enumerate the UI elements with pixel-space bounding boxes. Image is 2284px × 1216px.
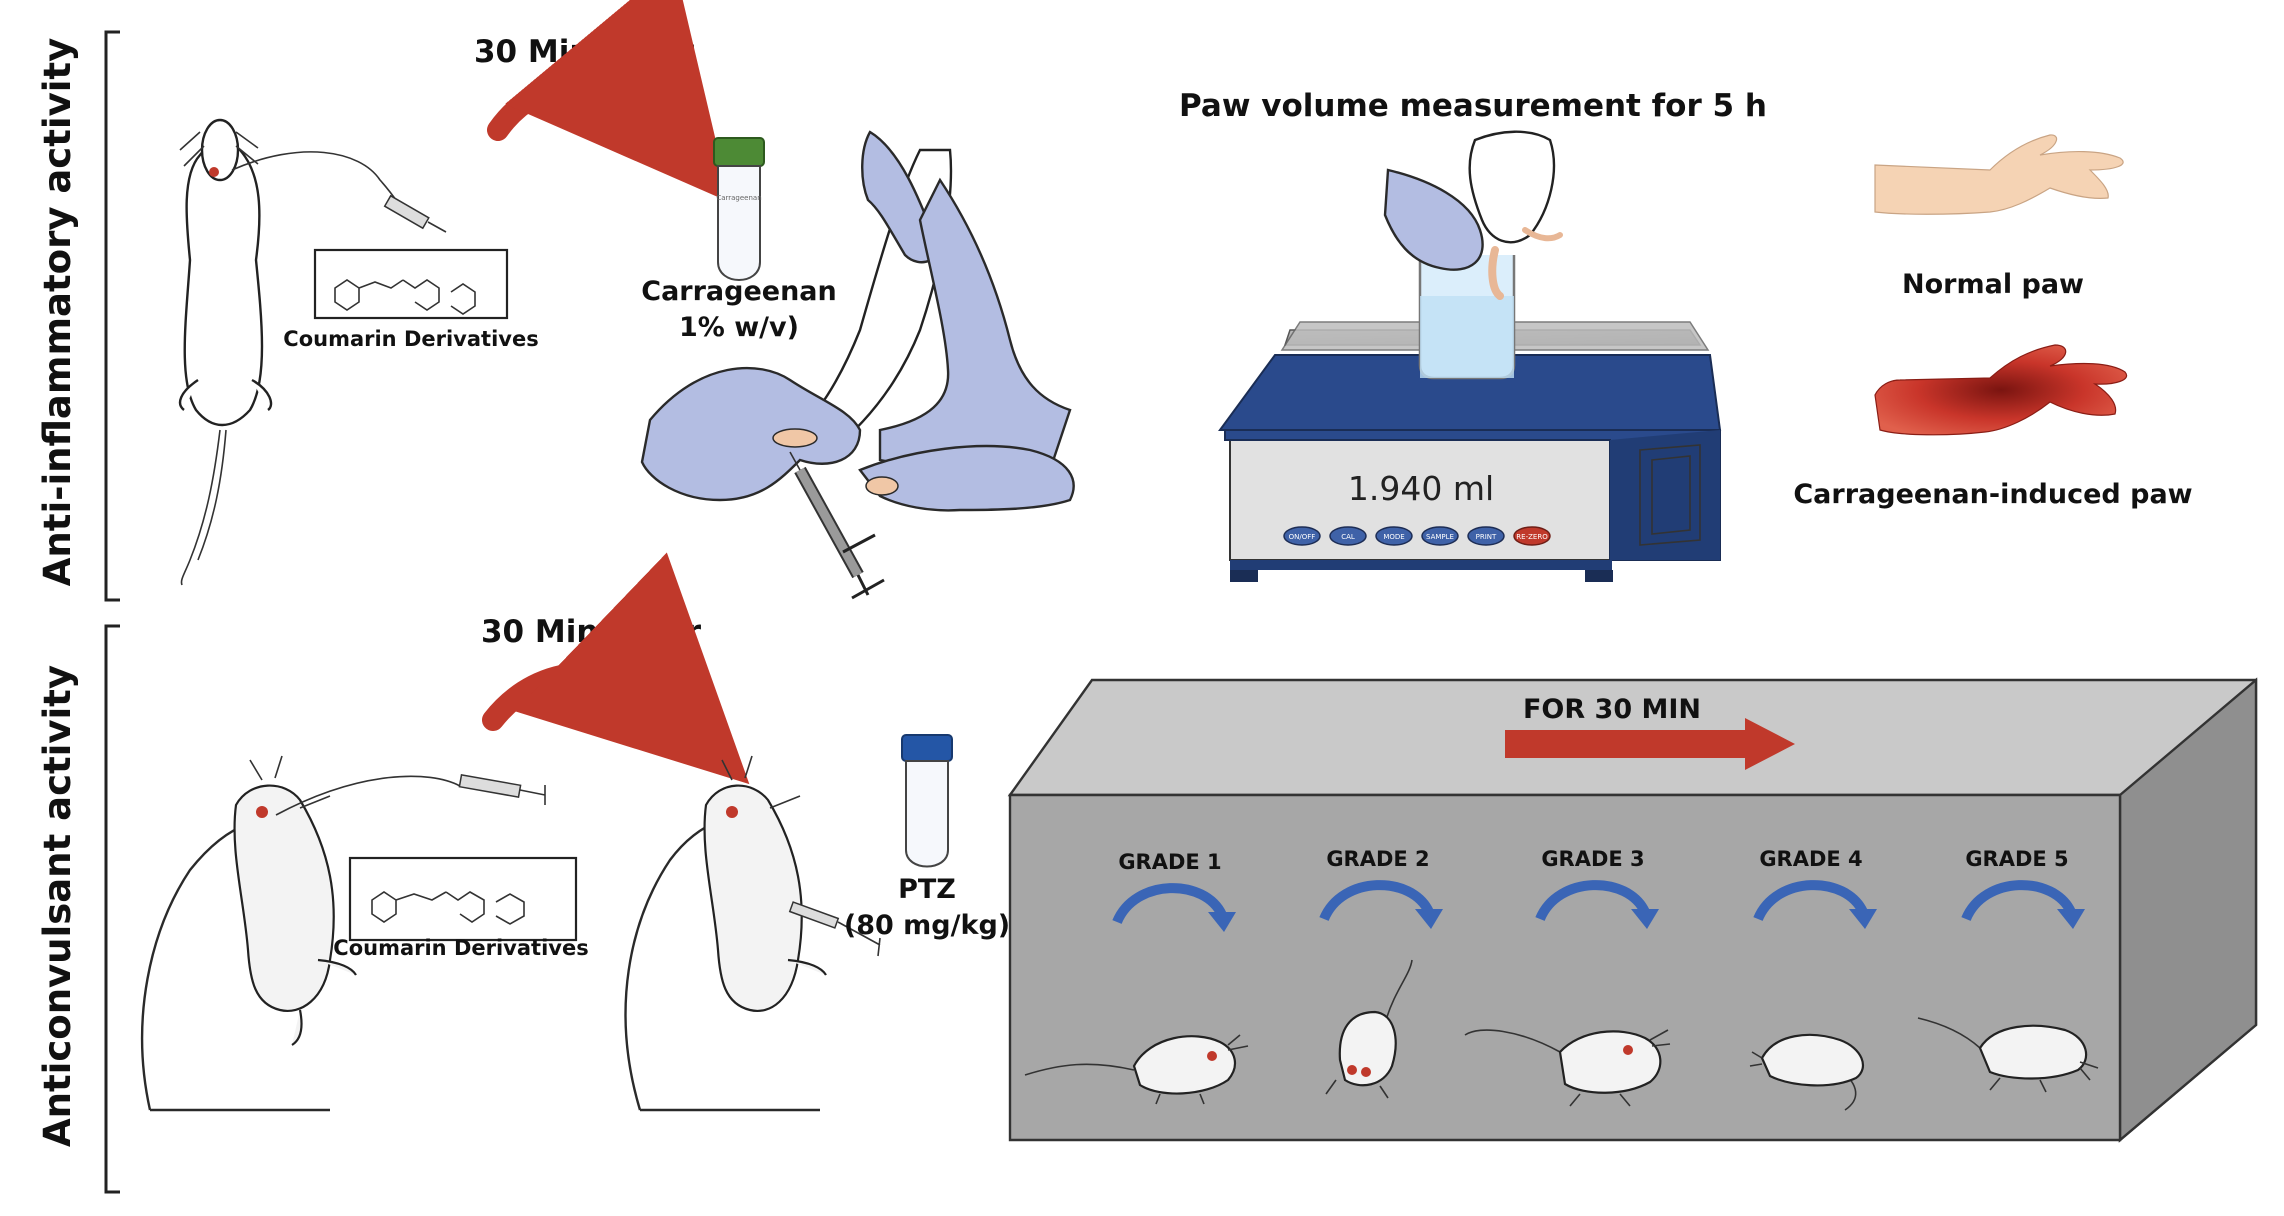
- mouse-grade-1: [1024, 1034, 1249, 1105]
- hand-holding-mouse-left: [141, 755, 357, 1112]
- balance-button-label-mode: MODE: [1383, 533, 1404, 541]
- balance-button-onoff: [1283, 526, 1321, 546]
- grade-label-1: GRADE 1: [1118, 850, 1221, 874]
- balance-button-cal: [1329, 526, 1367, 546]
- balance-button-label-rezero: RE-ZERO: [1516, 533, 1548, 541]
- grade-label-5: GRADE 5: [1965, 847, 2068, 871]
- duration-label: FOR 30 MIN: [1523, 694, 1701, 725]
- bottom-section-bracket: [104, 624, 120, 1194]
- balance-button-print: [1467, 526, 1505, 546]
- curved-arrow-top: [487, 0, 731, 203]
- normal-paw-icon: [1874, 134, 2124, 215]
- mouse-grade-4: [1749, 1033, 1864, 1111]
- normal-paw-label: Normal paw: [1902, 269, 2084, 300]
- timing-label-top: 30 Min Later: [474, 34, 695, 70]
- balance-button-label-print: PRINT: [1476, 533, 1497, 541]
- timing-label-bottom: 30 Min Later: [481, 614, 702, 650]
- grade-arrow-5: [1961, 880, 2085, 929]
- grade-label-3: GRADE 3: [1541, 847, 1644, 871]
- ptz-vial-icon: [901, 734, 953, 868]
- syringe-icon-bottom: [275, 774, 546, 816]
- gloved-hands-injection: [640, 130, 1075, 600]
- grade-arrow-3: [1535, 880, 1659, 929]
- beaker-with-rat-paw: [1383, 130, 1563, 380]
- grade-arrow-2: [1319, 880, 1443, 929]
- grade-arrow-4: [1753, 880, 1877, 929]
- balance-button-label-cal: CAL: [1341, 533, 1355, 541]
- mouse-grade-3: [1464, 1029, 1671, 1107]
- anticonvulsant-side-label: Anticonvulsant activity: [36, 665, 79, 1147]
- coumarin-label-top: Coumarin Derivatives: [283, 327, 538, 351]
- grade-label-4: GRADE 4: [1759, 847, 1862, 871]
- curved-arrow-bottom: [482, 552, 750, 785]
- balance-button-rezero: [1513, 526, 1551, 546]
- top-section-bracket: [104, 30, 120, 602]
- ptz-label-line2: (80 mg/kg): [844, 910, 1010, 941]
- ptz-label-line1: PTZ: [898, 874, 956, 905]
- balance-button-mode: [1375, 526, 1413, 546]
- syringe-icon: [231, 151, 447, 233]
- carrageenan-label-line1: Carrageenan: [641, 276, 837, 307]
- balance-reading: 1.940 ml: [1348, 469, 1494, 508]
- coumarin-structure-box-top: [313, 248, 509, 320]
- svg-text:Carrageenan: Carrageenan: [716, 194, 761, 202]
- balance-button-label-onoff: ON/OFF: [1289, 533, 1316, 541]
- grade-label-2: GRADE 2: [1326, 847, 1429, 871]
- anti-inflammatory-side-label: Anti-inflammatory activity: [36, 38, 79, 586]
- coumarin-structure-box-bottom: [348, 856, 578, 942]
- rat-illustration-top: [178, 118, 273, 586]
- carrageenan-induced-paw-label: Carrageenan-induced paw: [1793, 479, 2192, 510]
- paw-volume-label: Paw volume measurement for 5 h: [1179, 88, 1767, 124]
- grade-arrow-1: [1112, 883, 1236, 932]
- balance-button-label-sample: SAMPLE: [1426, 533, 1454, 541]
- carrageenan-induced-paw-icon: [1874, 344, 2128, 436]
- carrageenan-label-line2: 1% w/v): [679, 312, 799, 343]
- balance-button-sample: [1421, 526, 1459, 546]
- duration-arrow: [1505, 718, 1795, 770]
- carrageenan-vial-icon: Carrageenan: [713, 137, 765, 281]
- mouse-grade-2: [1325, 959, 1413, 1099]
- coumarin-label-bottom: Coumarin Derivatives: [333, 936, 588, 960]
- mouse-grade-5: [1917, 1017, 2099, 1093]
- balance-buttons: [1283, 526, 1551, 546]
- hand-holding-mouse-right: [624, 755, 881, 1112]
